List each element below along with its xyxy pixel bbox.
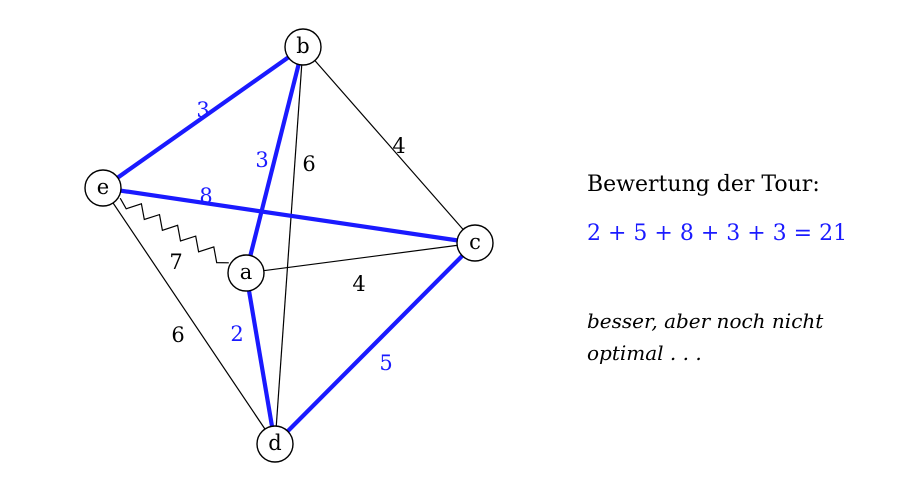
edge-weight-e-b: 3 [196, 98, 209, 122]
node-circle-a [227, 254, 265, 292]
edge-weight-e-d: 6 [171, 323, 184, 347]
node-circle-d [256, 425, 294, 463]
edge-weight-a-d: 2 [230, 322, 243, 346]
node-d: d [256, 425, 294, 463]
node-c: c [456, 224, 494, 262]
edge-weight-b-c: 4 [392, 134, 405, 158]
node-a: a [227, 254, 265, 292]
graph-diagram: 3 3 6 4 8 7 4 6 2 5 b e c a d [84, 28, 494, 463]
edge-e-c-tour [102, 185, 476, 246]
tour-rating-sum: 2 + 5 + 8 + 3 + 3 = 21 [587, 221, 848, 246]
tour-comment: besser, aber noch nicht optimal . . . [587, 309, 824, 365]
edge-weight-b-a: 3 [255, 148, 268, 172]
edges-layer [101, 45, 477, 446]
edge-e-d [102, 187, 276, 445]
edge-d-c-tour [273, 241, 477, 446]
node-e: e [84, 169, 122, 207]
node-label-d: d [268, 431, 281, 455]
node-circle-c [456, 224, 494, 262]
edge-weight-d-c: 5 [379, 351, 392, 375]
tour-rating-heading: Bewertung der Tour: [587, 172, 820, 197]
edge-weight-a-c: 4 [352, 272, 365, 296]
edge-a-d-tour [243, 272, 278, 445]
nodes-layer: b e c a d [84, 28, 494, 463]
node-label-e: e [97, 175, 109, 199]
edge-weight-e-c: 8 [199, 184, 212, 208]
edge-b-d [274, 46, 304, 445]
edge-a-c [245, 242, 476, 274]
node-circle-e [84, 169, 122, 207]
node-circle-b [284, 28, 322, 66]
node-b: b [284, 28, 322, 66]
weights-layer: 3 3 6 4 8 7 4 6 2 5 [169, 98, 405, 375]
edge-e-a [119, 197, 229, 264]
edge-e-b-tour [101, 45, 305, 190]
edge-b-c [302, 46, 476, 244]
edge-weight-b-d: 6 [302, 152, 315, 176]
edge-weight-e-a: 7 [169, 250, 182, 274]
node-label-b: b [296, 34, 309, 58]
node-label-c: c [469, 230, 481, 254]
edge-b-a-tour [243, 46, 306, 274]
node-label-a: a [240, 260, 253, 284]
